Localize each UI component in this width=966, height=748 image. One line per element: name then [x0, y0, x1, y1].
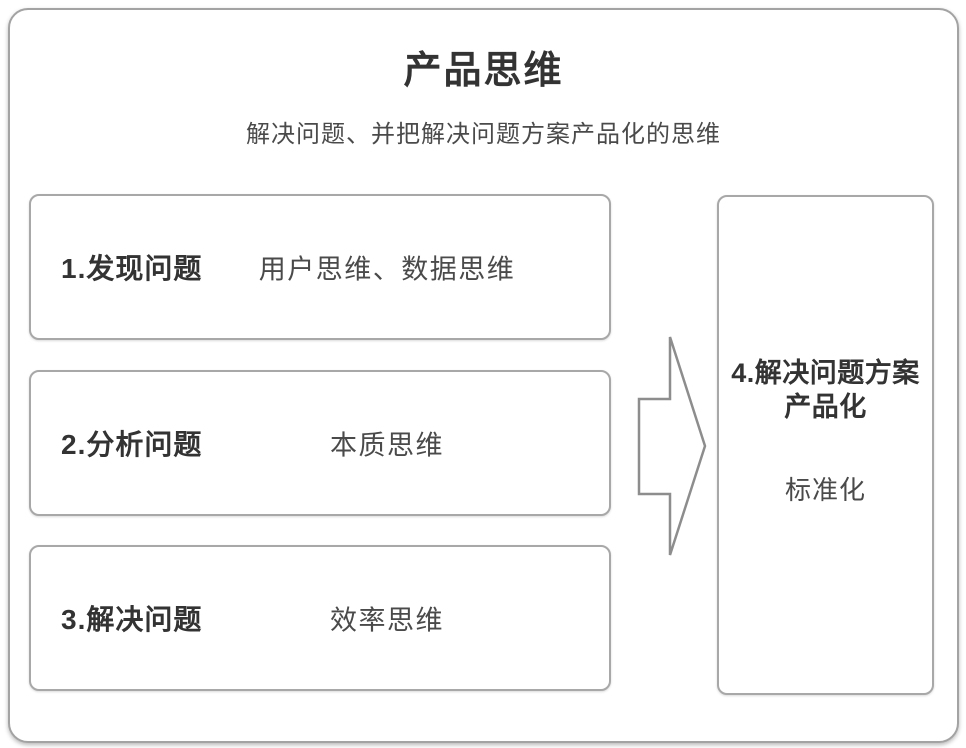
result-title-line1: 4.解决问题方案: [731, 357, 920, 388]
step-label: 2.分析问题: [61, 429, 203, 460]
step-label: 1.发现问题: [61, 253, 203, 284]
step-box-discover-problem: 1.发现问题 用户思维、数据思维: [29, 194, 611, 340]
result-title-line2: 产品化: [784, 391, 867, 422]
step-description: 用户思维、数据思维: [258, 254, 516, 285]
result-box-productize-solution: 4.解决问题方案 产品化 标准化: [717, 195, 934, 695]
diagram-frame: 产品思维 解决问题、并把解决问题方案产品化的思维 1.发现问题 用户思维、数据思…: [8, 8, 959, 743]
diagram-title: 产品思维: [403, 50, 564, 92]
diagram-subtitle: 解决问题、并把解决问题方案产品化的思维: [246, 121, 721, 148]
right-block-arrow-icon: [637, 336, 707, 556]
step-description: 效率思维: [330, 605, 444, 636]
step-box-analyze-problem: 2.分析问题 本质思维: [29, 370, 611, 516]
result-description: 标准化: [784, 475, 866, 506]
step-label: 3.解决问题: [61, 604, 203, 635]
step-box-solve-problem: 3.解决问题 效率思维: [29, 545, 611, 691]
result-title: 4.解决问题方案 产品化: [731, 357, 920, 425]
step-description: 本质思维: [330, 430, 444, 461]
